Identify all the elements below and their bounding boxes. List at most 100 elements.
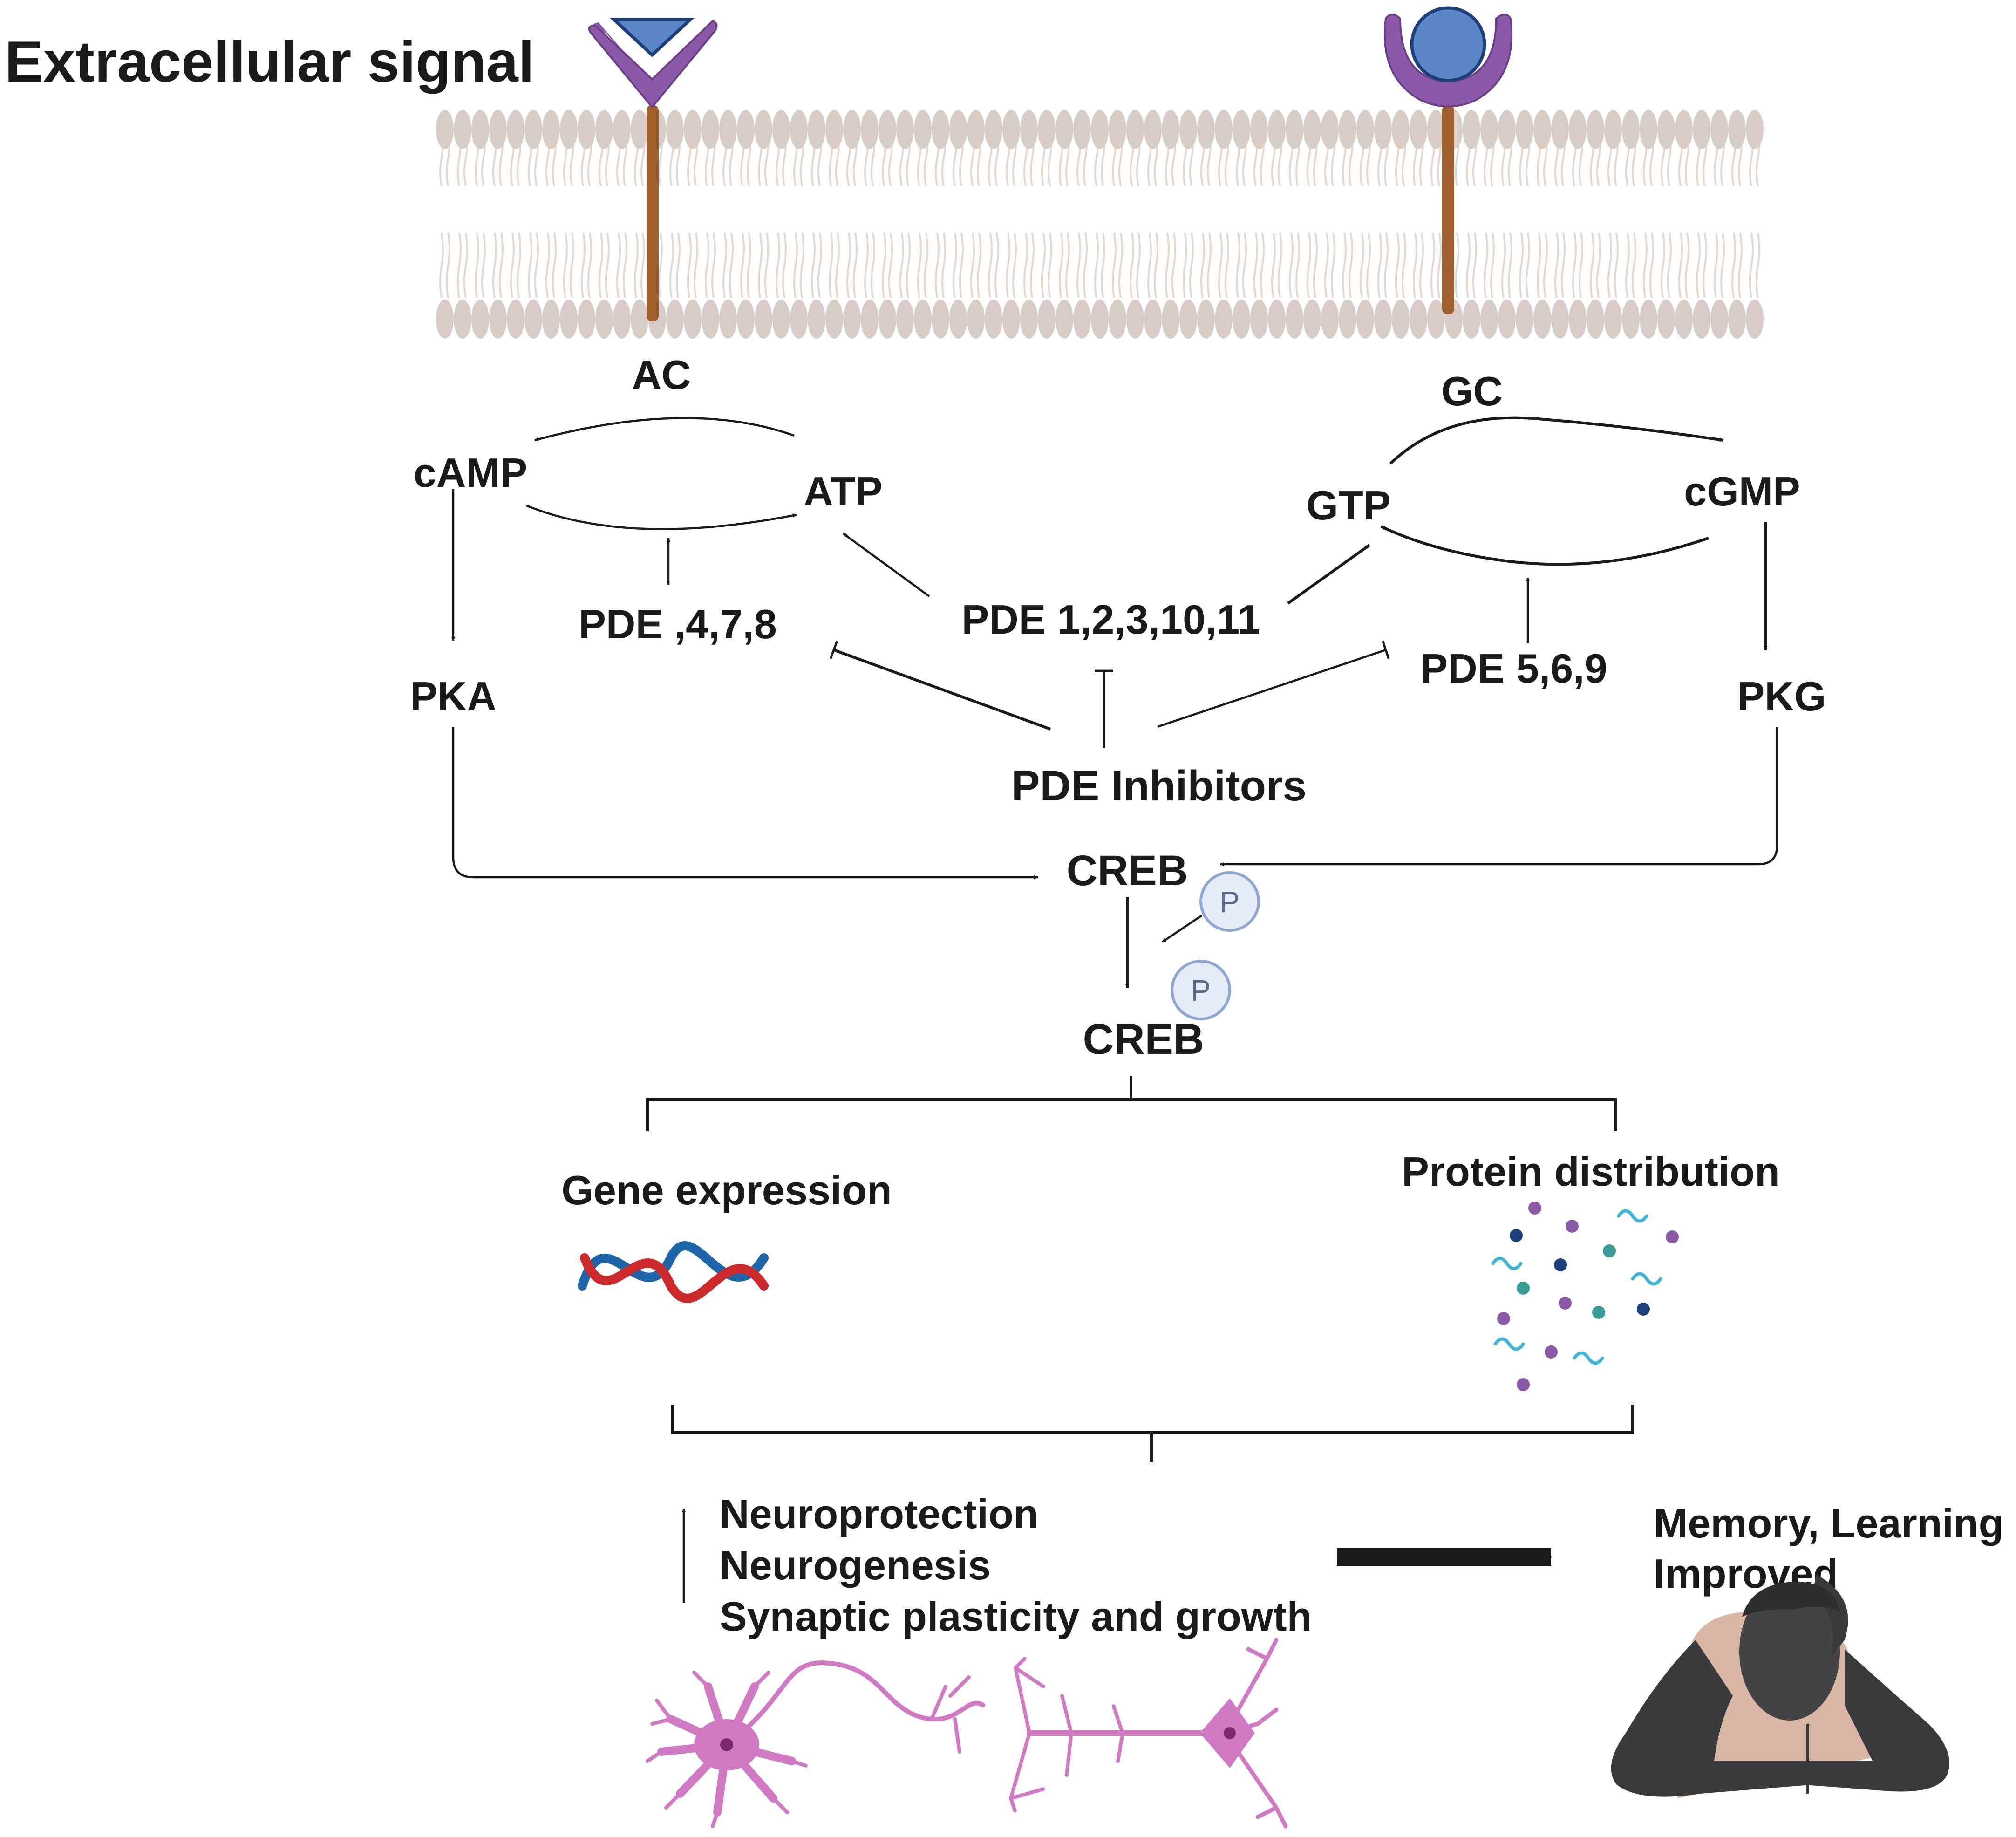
lipid-tail bbox=[1260, 232, 1265, 299]
lipid-head bbox=[1339, 300, 1356, 339]
lipid-head bbox=[1197, 300, 1215, 339]
lipid-tail bbox=[1519, 232, 1524, 299]
lipid-tail bbox=[1625, 232, 1630, 299]
lipid-tail bbox=[492, 232, 497, 299]
effect-neurogenesis: Neurogenesis bbox=[720, 1542, 991, 1588]
phosphate-2-circle bbox=[1171, 960, 1231, 1020]
lipid-tail bbox=[846, 232, 851, 299]
lipid-tail bbox=[1342, 232, 1347, 299]
lipid-head bbox=[1020, 300, 1038, 339]
lipid-head bbox=[1410, 110, 1427, 149]
lipid-head bbox=[1162, 300, 1179, 339]
lipid-head bbox=[1286, 300, 1303, 339]
lipid-head bbox=[1657, 300, 1675, 339]
phosphate-2: P bbox=[1171, 960, 1231, 1020]
pde-inhibitors-label: PDE Inhibitors bbox=[1011, 762, 1307, 810]
lipid-tail bbox=[570, 232, 574, 299]
lipid-head bbox=[949, 110, 967, 149]
lipid-head bbox=[1179, 300, 1197, 339]
lipid-head bbox=[967, 300, 985, 339]
lipid-head bbox=[560, 300, 578, 339]
lipid-head bbox=[1126, 110, 1144, 149]
lipid-head bbox=[1091, 300, 1109, 339]
lipid-tail bbox=[481, 232, 486, 299]
lipid-tail bbox=[1537, 232, 1541, 299]
lipid-tail bbox=[1703, 232, 1707, 299]
lipid-tail bbox=[669, 232, 674, 299]
lipid-head bbox=[1126, 300, 1144, 339]
lipid-tail bbox=[864, 232, 869, 299]
pkg-to-creb-arrow bbox=[1220, 727, 1778, 867]
lipid-tail bbox=[517, 232, 521, 299]
dna-icon bbox=[578, 1241, 769, 1303]
lipid-tail bbox=[1596, 232, 1601, 299]
lipid-tail bbox=[1023, 232, 1028, 299]
protein-strand bbox=[1573, 1351, 1604, 1365]
lipid-tail bbox=[1543, 232, 1548, 299]
protein-strand bbox=[1617, 1209, 1648, 1223]
pde-group-mid: PDE 1,2,3,10,11 bbox=[962, 596, 1260, 642]
lipid-tail bbox=[634, 232, 639, 299]
lipid-tail bbox=[1324, 232, 1329, 299]
lipid-tail bbox=[977, 232, 981, 299]
lipid-head bbox=[1551, 300, 1569, 339]
pka-to-creb-arrow bbox=[452, 727, 1038, 880]
atp-to-camp-arrow bbox=[534, 417, 795, 442]
lipid-head bbox=[613, 110, 631, 149]
lipid-head bbox=[684, 110, 702, 149]
lipid-head bbox=[737, 110, 755, 149]
protein-dot bbox=[1554, 1258, 1567, 1271]
lipid-tail bbox=[1472, 232, 1477, 299]
lipid-tail bbox=[616, 232, 621, 299]
protein-dot bbox=[1559, 1297, 1572, 1310]
lipid-tail bbox=[1236, 232, 1240, 299]
lipid-head bbox=[1675, 110, 1693, 149]
lipid-head bbox=[932, 300, 949, 339]
phosphate-attach-arrow bbox=[1161, 915, 1203, 943]
protein-dot bbox=[1666, 1230, 1679, 1243]
lipid-head bbox=[436, 110, 454, 149]
lipid-tail bbox=[439, 232, 444, 299]
lipid-head bbox=[1604, 300, 1622, 339]
lipid-head bbox=[1710, 110, 1728, 149]
lipid-tail bbox=[1278, 232, 1282, 299]
lipid-head bbox=[1321, 300, 1339, 339]
lipid-head bbox=[861, 110, 879, 149]
lipid-tail bbox=[1083, 232, 1088, 299]
lipid-tail bbox=[1331, 232, 1335, 299]
protein-dot bbox=[1566, 1220, 1579, 1233]
lipid-tail bbox=[1307, 232, 1311, 299]
lipid-head bbox=[1480, 300, 1498, 339]
lipid-head bbox=[1268, 300, 1286, 339]
lipid-tail bbox=[1395, 232, 1400, 299]
lipid-head bbox=[1038, 300, 1056, 339]
lipid-head bbox=[825, 300, 843, 339]
lipid-tail bbox=[694, 232, 698, 299]
lipid-head bbox=[631, 300, 648, 339]
lipid-tail bbox=[829, 232, 833, 299]
lipid-head bbox=[1038, 110, 1056, 149]
gc-label: GC bbox=[1441, 368, 1503, 414]
lipid-head bbox=[1215, 110, 1233, 149]
lipid-head bbox=[879, 110, 896, 149]
lipid-head bbox=[1268, 110, 1286, 149]
lipid-tail bbox=[882, 232, 886, 299]
ac-receptor bbox=[588, 18, 718, 321]
lipid-head bbox=[1693, 110, 1710, 149]
cgmp-to-gtp-arrow bbox=[1380, 525, 1709, 566]
lipid-tail bbox=[1271, 232, 1276, 299]
gc-receptor bbox=[1383, 6, 1513, 314]
lipid-tail bbox=[1225, 232, 1229, 299]
lipid-tail bbox=[1006, 232, 1010, 299]
lipid-tail bbox=[888, 232, 893, 299]
lipid-head bbox=[631, 110, 648, 149]
lipid-tail bbox=[853, 232, 858, 299]
lipid-tail bbox=[1667, 232, 1672, 299]
lipid-tail bbox=[563, 232, 568, 299]
lipid-tail bbox=[1731, 232, 1736, 299]
protein-dot bbox=[1592, 1306, 1605, 1319]
lipid-tail bbox=[1756, 232, 1760, 299]
lipid-head bbox=[1374, 300, 1392, 339]
lipid-head bbox=[489, 110, 507, 149]
